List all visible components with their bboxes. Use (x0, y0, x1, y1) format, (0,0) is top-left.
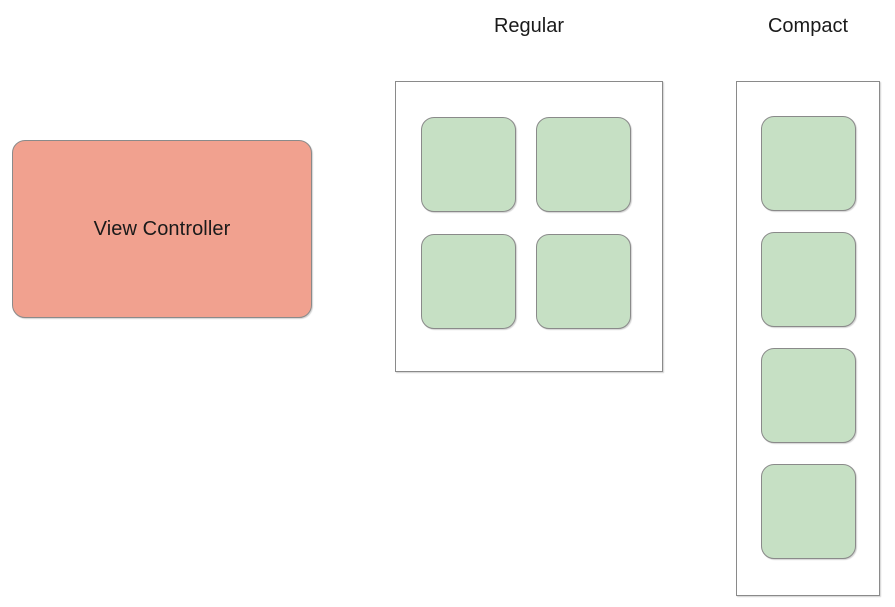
view-controller-node[interactable]: View Controller (12, 140, 312, 318)
compact-cell-4[interactable] (761, 464, 856, 559)
compact-stack (737, 82, 879, 595)
view-controller-label: View Controller (93, 218, 231, 240)
regular-cell-2[interactable] (536, 117, 631, 212)
regular-grid (396, 82, 662, 371)
compact-cell-2[interactable] (761, 232, 856, 327)
regular-cell-1[interactable] (421, 117, 516, 212)
compact-column-heading: Compact (767, 15, 849, 37)
regular-column-heading: Regular (493, 15, 565, 37)
regular-cell-3[interactable] (421, 234, 516, 329)
regular-cell-4[interactable] (536, 234, 631, 329)
regular-container[interactable] (395, 81, 663, 372)
compact-cell-3[interactable] (761, 348, 856, 443)
compact-cell-1[interactable] (761, 116, 856, 211)
compact-container[interactable] (736, 81, 880, 596)
